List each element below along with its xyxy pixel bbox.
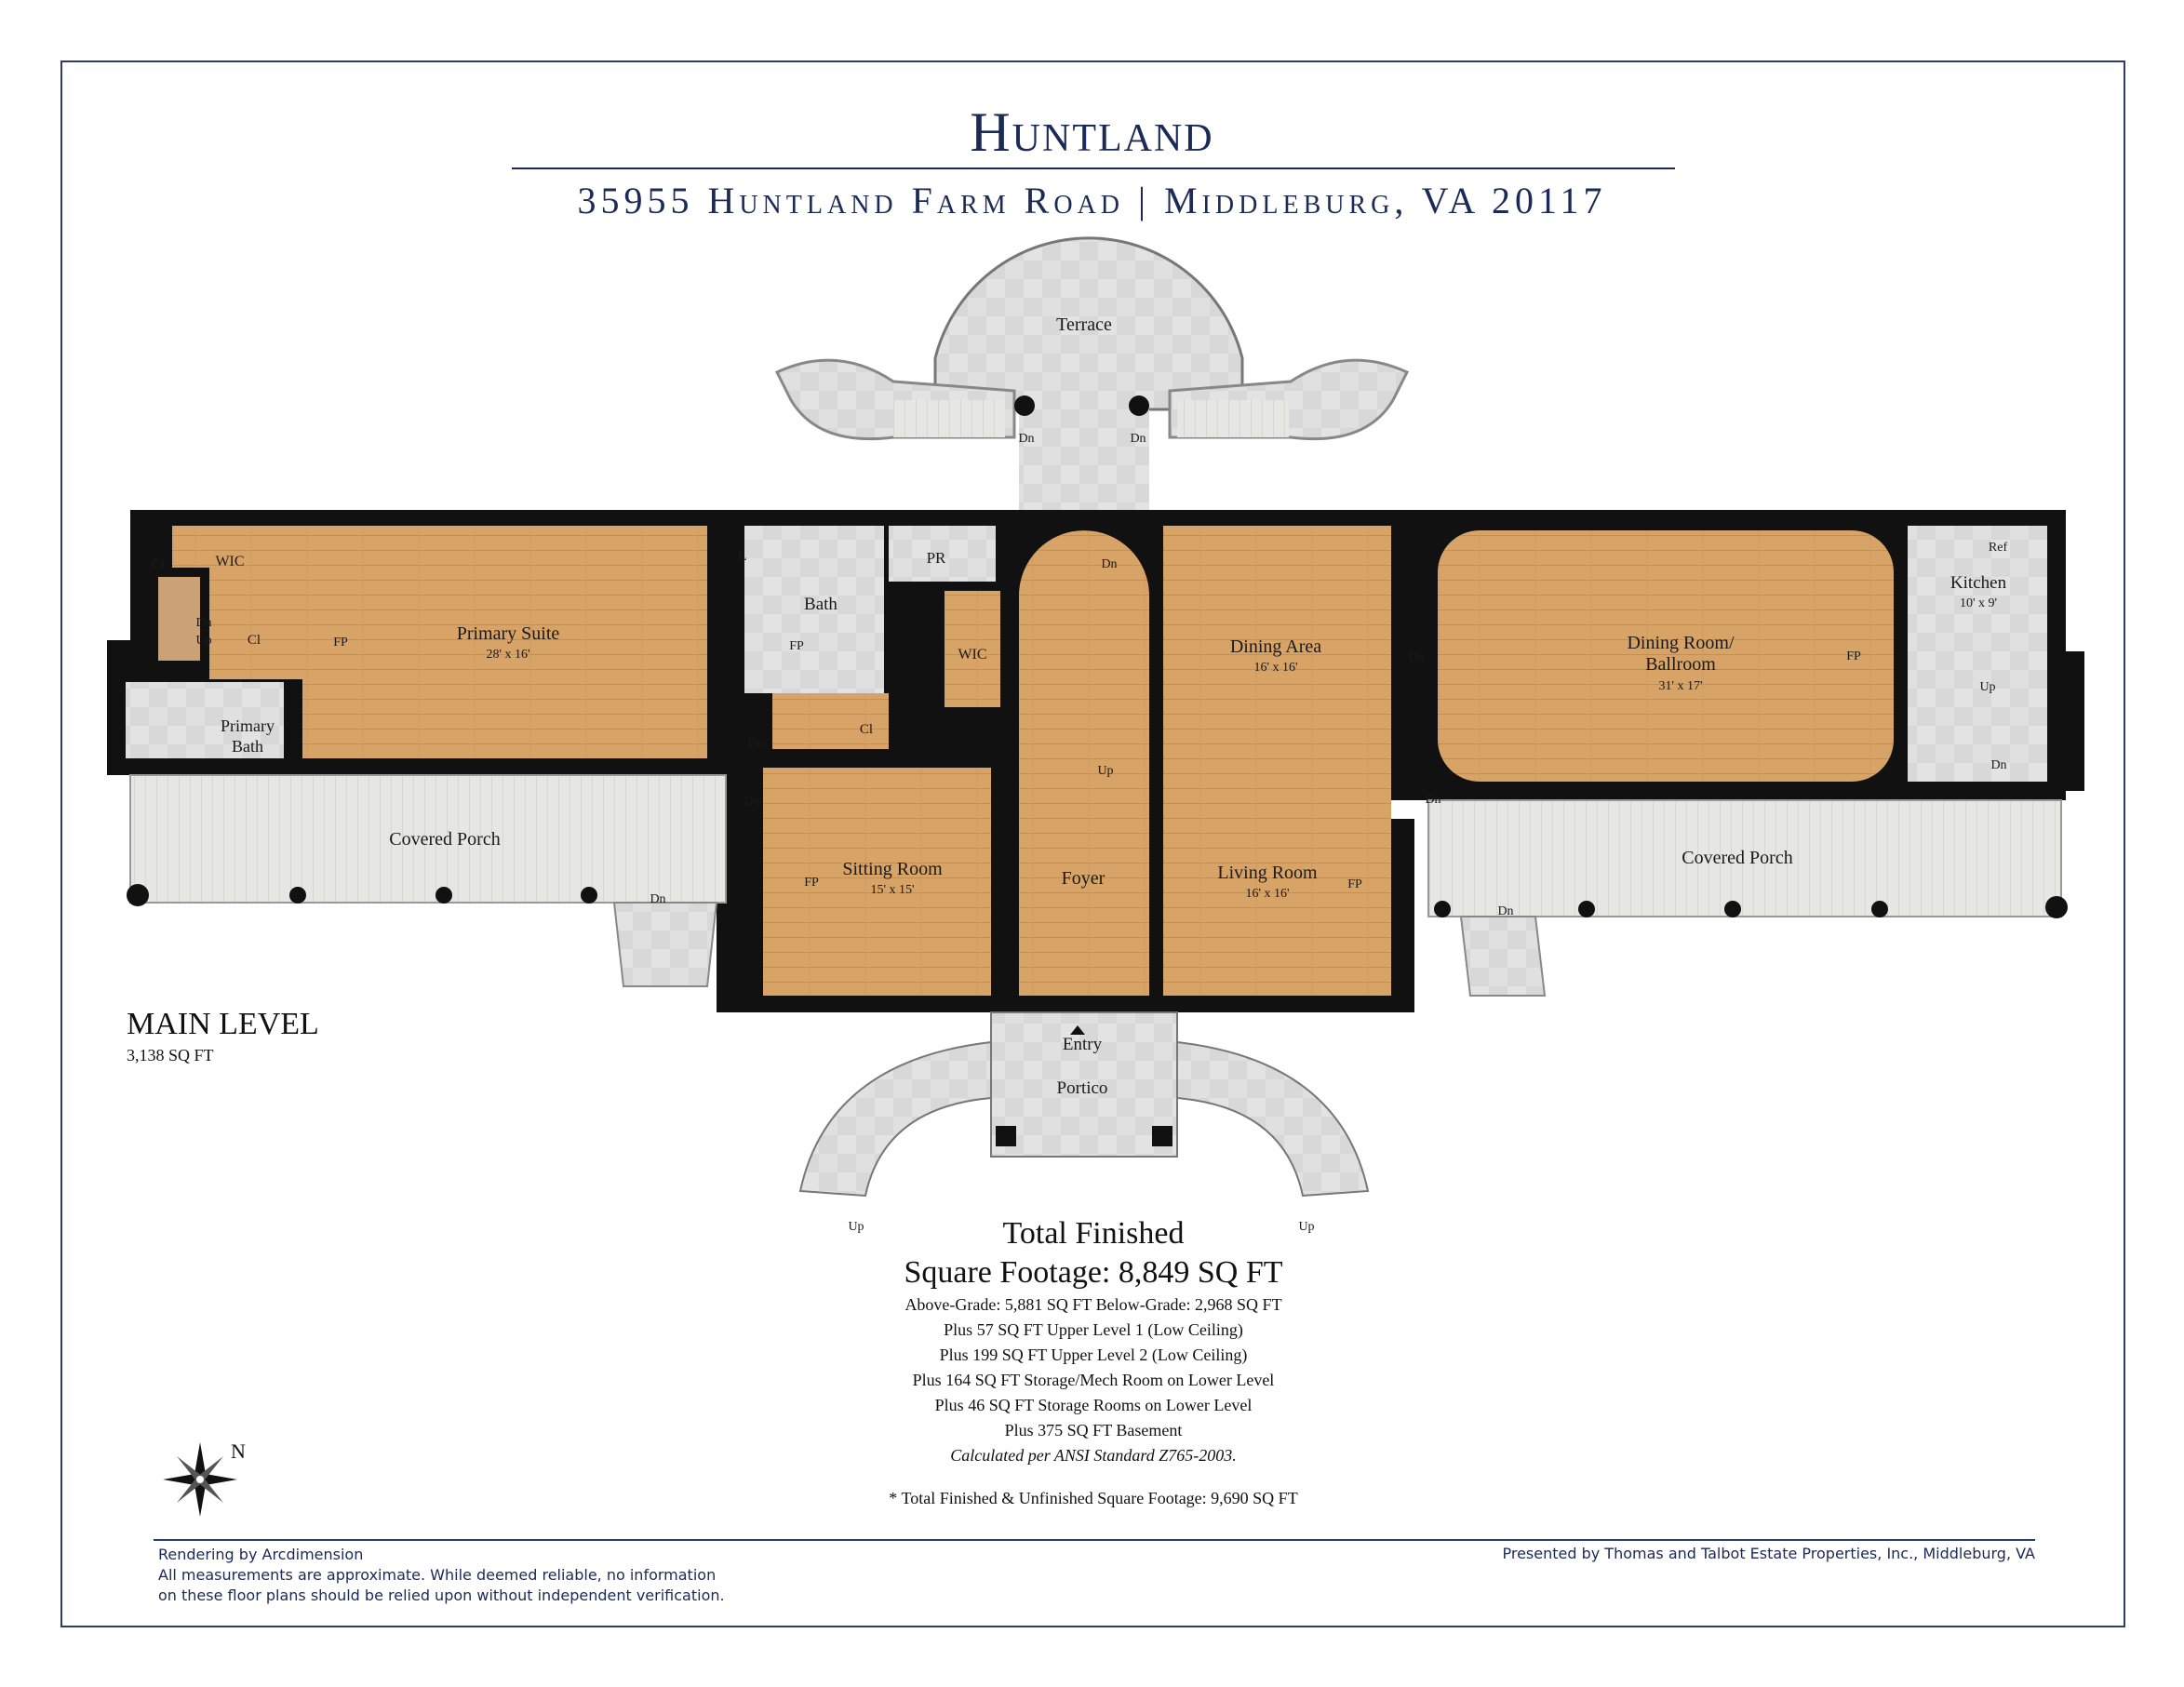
stair-dn-porch-right: Dn: [1497, 904, 1513, 918]
room-floors: [126, 526, 2047, 996]
stair-labels: Dn Dn Dn Up Dn Up Dn Dn Dn Dn Up Dn Dn D…: [195, 432, 2006, 1234]
ansi-note: Calculated per ANSI Standard Z765-2003.: [950, 1446, 1237, 1465]
ballroom-dim: 31' x 17': [1658, 679, 1702, 693]
entry-label: Entry: [1063, 1035, 1103, 1054]
fp-ballroom-label: FP: [1846, 649, 1861, 663]
primary-suite-dim: 28' x 16': [486, 648, 529, 662]
rendering-credit: Rendering by Arcdimension: [158, 1546, 364, 1563]
closet-stair-label: Cl: [248, 633, 261, 648]
compass-rose-icon: N: [163, 1439, 246, 1517]
stair-dn-primary: Dn: [195, 616, 211, 630]
covered-porch-left-label: Covered Porch: [389, 829, 500, 850]
covered-porches: [127, 774, 2068, 997]
living-room-label: Living Room: [1217, 863, 1318, 883]
foyer-label: Foyer: [1062, 868, 1105, 889]
portico-label: Portico: [1057, 1078, 1108, 1098]
disclaimer-line-1: All measurements are approximate. While …: [158, 1566, 717, 1584]
stair-dn-terrace-left: Dn: [1018, 432, 1034, 446]
stair-up-portico-right: Up: [1298, 1220, 1314, 1234]
primary-bath-label-2: Bath: [232, 737, 263, 756]
grade-breakdown: Above-Grade: 5,881 SQ FT Below-Grade: 2,…: [904, 1295, 1282, 1314]
stair-up-kitchen: Up: [1979, 680, 1995, 694]
stair-dn-terrace-right: Dn: [1130, 432, 1146, 446]
covered-porch-right-label: Covered Porch: [1682, 848, 1792, 868]
footer-disclaimer: Rendering by Arcdimension All measuremen…: [158, 1545, 725, 1606]
fp-suite-label: FP: [333, 636, 348, 649]
upper-level-2: Plus 199 SQ FT Upper Level 2 (Low Ceilin…: [939, 1346, 1248, 1364]
presented-by: Presented by Thomas and Talbot Estate Pr…: [1502, 1545, 2035, 1562]
bath-label: Bath: [804, 595, 837, 614]
ballroom-label-1: Dining Room/: [1627, 633, 1734, 653]
primary-bath-label-1: Primary: [221, 716, 275, 735]
total-finished-heading: Total Finished: [1002, 1216, 1185, 1251]
stair-dn-kitchen: Dn: [1990, 758, 2006, 772]
property-address: 35955 Huntland Farm Road | Middleburg, V…: [577, 180, 1607, 221]
room-labels: Terrace WIC Cl Cl Primary Suite 28' x 16…: [152, 315, 2008, 1098]
stair-up-portico-left: Up: [848, 1220, 864, 1234]
stair-dn-hall-1: Dn: [747, 737, 763, 751]
closet-top-label: Cl: [152, 556, 165, 571]
fp-sitting-label: FP: [804, 876, 819, 890]
level-sqft: 3,138 SQ FT: [127, 1046, 214, 1064]
dining-area-dim: 16' x 16': [1253, 661, 1297, 675]
fp-living-label: FP: [1347, 877, 1362, 891]
page-frame: [60, 60, 2125, 1627]
dining-area-label: Dining Area: [1230, 636, 1321, 657]
sitting-room-label: Sitting Room: [842, 859, 943, 879]
property-title: Huntland: [970, 101, 1214, 163]
wic-center-label: WIC: [958, 647, 986, 663]
stair-dn-dining: Dn: [1408, 650, 1424, 664]
disclaimer-line-2: on these floor plans should be relied up…: [158, 1587, 725, 1604]
stair-dn-living: Dn: [1425, 793, 1440, 807]
level-name: MAIN LEVEL: [127, 1007, 319, 1041]
storage-rooms: Plus 46 SQ FT Storage Rooms on Lower Lev…: [934, 1396, 1253, 1414]
stair-dn-porch-left: Dn: [650, 892, 665, 906]
stair-dn-hall-2: Dn: [744, 795, 759, 809]
total-finished-value: Square Footage: 8,849 SQ FT: [904, 1255, 1283, 1290]
closet-center-label: Cl: [860, 722, 873, 737]
compass-north-label: N: [231, 1439, 246, 1463]
stair-dn-main: Dn: [1101, 557, 1117, 571]
primary-suite-label: Primary Suite: [457, 623, 560, 644]
powder-room-label: PR: [927, 549, 946, 567]
title-divider: [512, 167, 1675, 169]
upper-level-1: Plus 57 SQ FT Upper Level 1 (Low Ceiling…: [944, 1320, 1243, 1339]
terrace-label: Terrace: [1056, 315, 1112, 335]
terrace: [774, 236, 1410, 512]
fp-bath-label: FP: [789, 639, 804, 653]
total-footnote: * Total Finished & Unfinished Square Foo…: [889, 1489, 1298, 1507]
portico: [798, 1011, 1370, 1198]
stair-up-primary: Up: [195, 634, 211, 648]
footer-divider: [154, 1539, 2035, 1541]
kitchen-dim: 10' x 9': [1960, 596, 1997, 610]
sitting-room-dim: 15' x 15': [870, 883, 914, 897]
ref-label: Ref: [1989, 541, 2008, 555]
living-room-dim: 16' x 16': [1245, 887, 1289, 901]
kitchen-label: Kitchen: [1950, 573, 2007, 593]
storage-mech: Plus 164 SQ FT Storage/Mech Room on Lowe…: [912, 1371, 1275, 1389]
wic-left-label: WIC: [215, 554, 244, 569]
square-footage-summary: Total Finished Square Footage: 8,849 SQ …: [837, 1214, 1349, 1468]
basement: Plus 375 SQ FT Basement: [1004, 1421, 1183, 1439]
stair-up-main: Up: [1097, 764, 1113, 778]
ballroom-label-2: Ballroom: [1645, 654, 1716, 675]
linen-label: L: [738, 549, 746, 564]
